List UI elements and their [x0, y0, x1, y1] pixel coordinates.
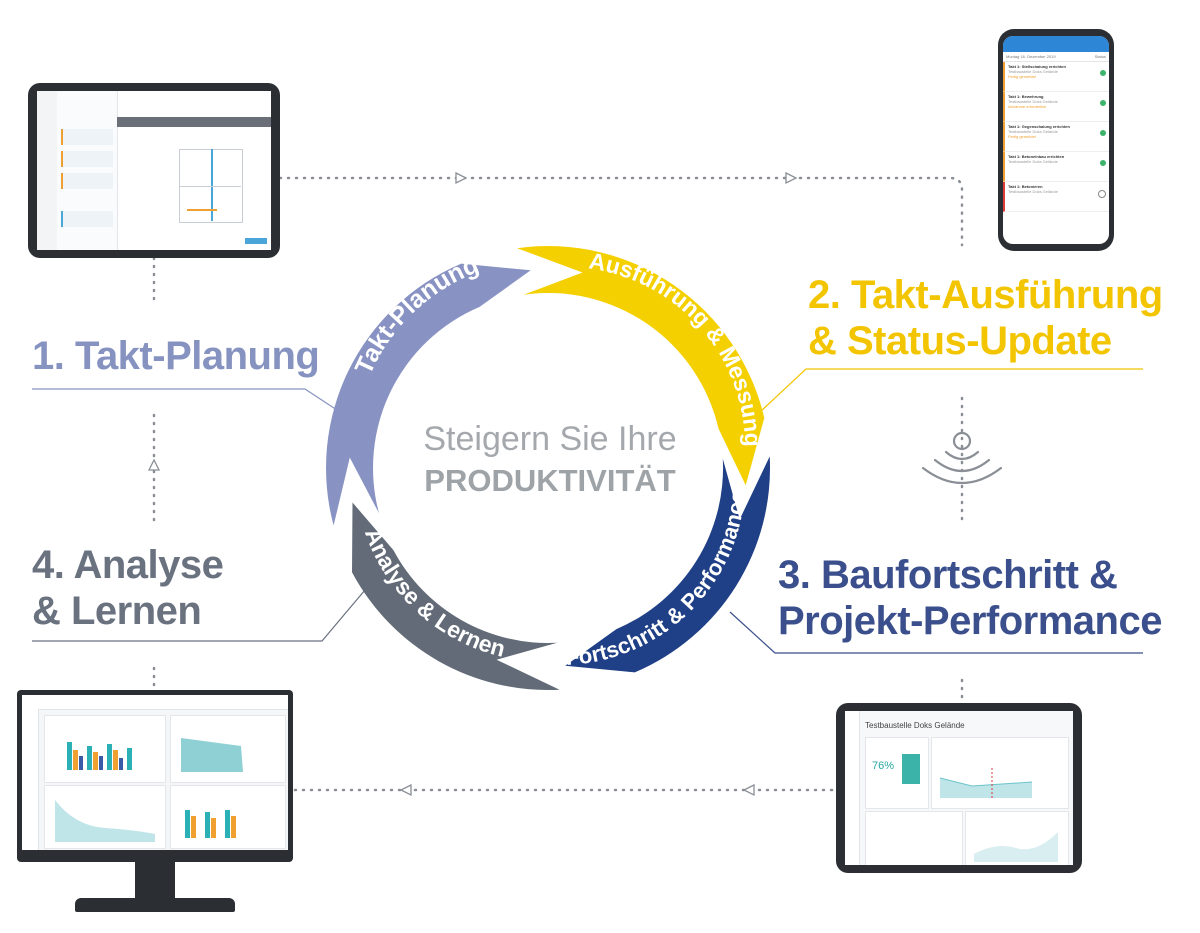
signal-icon: [921, 431, 1003, 485]
tablet-title: Testbaustelle Doks Gelände: [865, 721, 965, 730]
task-subtitle: Testbaustelle Doks Gelände: [1008, 69, 1058, 74]
task-title: Takt 1: Stellschalung errichten: [1008, 64, 1066, 69]
center-slogan: Steigern Sie Ihre PRODUKTIVITÄT: [400, 420, 700, 499]
step4-label: 4. Analyse & Lernen: [32, 542, 224, 634]
monitor-analysis: [17, 690, 293, 912]
check-icon: [1100, 130, 1106, 136]
task-subtitle: Testbaustelle Doks Gelände: [1008, 189, 1058, 194]
task-subtitle: Testbaustelle Doks Gelände: [1008, 159, 1058, 164]
arrow-left-icon: [399, 783, 412, 797]
check-icon: [1100, 160, 1106, 166]
ring-segment-fortschritt: [565, 456, 771, 673]
task-status: Abnahme erforderlich: [1008, 104, 1047, 109]
center-line2: PRODUKTIVITÄT: [424, 463, 676, 498]
task-subtitle: Testbaustelle Doks Gelände: [1008, 129, 1058, 134]
ring-segment-analyse: [352, 502, 560, 691]
ring-segment-ausfuehrung: [517, 246, 765, 486]
check-icon: [1100, 70, 1106, 76]
task-subtitle: Testbaustelle Doks Gelände: [1008, 99, 1058, 104]
arrow-right-icon: [455, 171, 468, 185]
step1-label: 1. Takt-Planung: [32, 334, 320, 378]
center-line1: Steigern Sie Ihre: [423, 420, 677, 458]
task-status: Fertig gemeldet: [1008, 134, 1036, 139]
circle-icon: [1098, 190, 1106, 198]
tablet-percent: 76%: [872, 760, 895, 772]
tablet-planning: [28, 83, 280, 258]
task-status: Fertig gemeldet: [1008, 74, 1036, 79]
check-icon: [1100, 100, 1106, 106]
step3-label: 3. Baufortschritt & Projekt-Performance: [778, 552, 1162, 644]
arrow-right-icon: [785, 171, 798, 185]
ring-segment-planung: [326, 263, 531, 526]
arrow-up-icon: [147, 458, 161, 471]
step2-line2: & Status-Update: [808, 319, 1112, 363]
arrow-left-icon: [742, 783, 755, 797]
phone-date: Montag 16. Dezember 2019: [1006, 54, 1056, 59]
task-title: Takt 1: Bewehrung: [1008, 94, 1044, 99]
step2-label: 2. Takt-Ausführung & Status-Update: [808, 272, 1163, 364]
tablet-progress: Testbaustelle Doks Gelände 76%: [836, 703, 1082, 873]
step4-line1: 4. Analyse: [32, 543, 224, 587]
task-title: Takt 1: Betonieren: [1008, 184, 1043, 189]
step3-line1: 3. Baufortschritt &: [778, 553, 1118, 597]
phone-execution: Montag 16. Dezember 2019 Status Takt 1: …: [998, 29, 1114, 251]
step2-line1: 2. Takt-Ausführung: [808, 273, 1163, 317]
task-title: Takt 1: Gegenschalung errichten: [1008, 124, 1070, 129]
step3-line2: Projekt-Performance: [778, 599, 1162, 643]
task-title: Takt 1: Betoneinbau errichten: [1008, 154, 1065, 159]
step4-line2: & Lernen: [32, 589, 202, 633]
phone-status-label: Status: [1094, 54, 1106, 59]
